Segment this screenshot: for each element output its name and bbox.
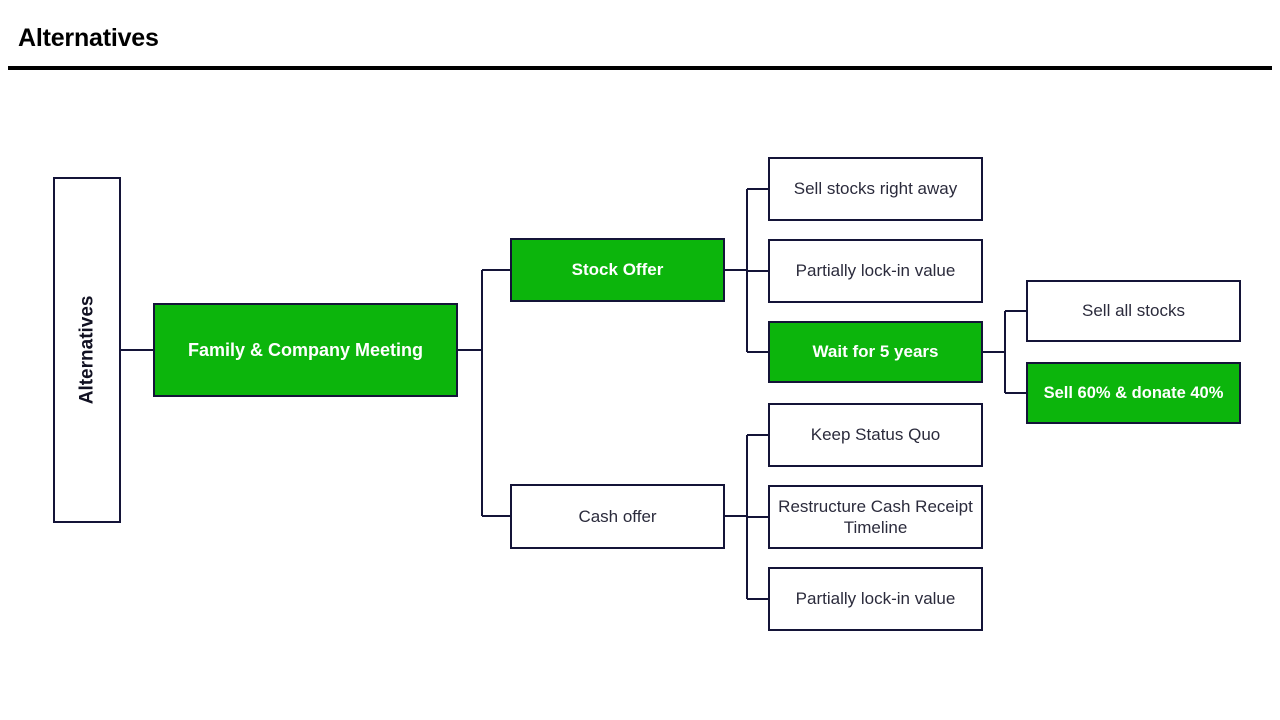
node-label: Cash offer [578, 506, 657, 526]
node-partially-lock-in-value-stock[interactable]: Partially lock-in value [768, 239, 983, 303]
node-label: Wait for 5 years [812, 342, 939, 362]
node-keep-status-quo[interactable]: Keep Status Quo [768, 403, 983, 467]
node-alternatives-root[interactable]: Alternatives [53, 177, 121, 523]
node-sell-60-donate-40[interactable]: Sell 60% & donate 40% [1026, 362, 1241, 424]
node-label: Sell all stocks [1082, 301, 1185, 321]
node-family-company-meeting[interactable]: Family & Company Meeting [153, 303, 458, 397]
node-label: Alternatives [76, 295, 98, 405]
node-cash-offer[interactable]: Cash offer [510, 484, 725, 549]
header-divider [8, 66, 1272, 70]
node-label: Sell stocks right away [793, 179, 958, 199]
node-label: Stock Offer [571, 260, 664, 280]
node-wait-for-5-years[interactable]: Wait for 5 years [768, 321, 983, 383]
node-partially-lock-in-value-cash[interactable]: Partially lock-in value [768, 567, 983, 631]
node-label: Sell 60% & donate 40% [1043, 383, 1224, 402]
node-sell-all-stocks[interactable]: Sell all stocks [1026, 280, 1241, 342]
page-title: Alternatives [18, 24, 159, 52]
node-label: Family & Company Meeting [187, 339, 424, 360]
node-label: Restructure Cash Receipt Timeline [778, 496, 973, 537]
node-stock-offer[interactable]: Stock Offer [510, 238, 725, 302]
node-label: Partially lock-in value [795, 261, 956, 281]
node-label: Partially lock-in value [795, 589, 956, 609]
node-label: Keep Status Quo [810, 425, 941, 445]
node-sell-stocks-right-away[interactable]: Sell stocks right away [768, 157, 983, 221]
node-restructure-cash-receipt-timeline[interactable]: Restructure Cash Receipt Timeline [768, 485, 983, 549]
